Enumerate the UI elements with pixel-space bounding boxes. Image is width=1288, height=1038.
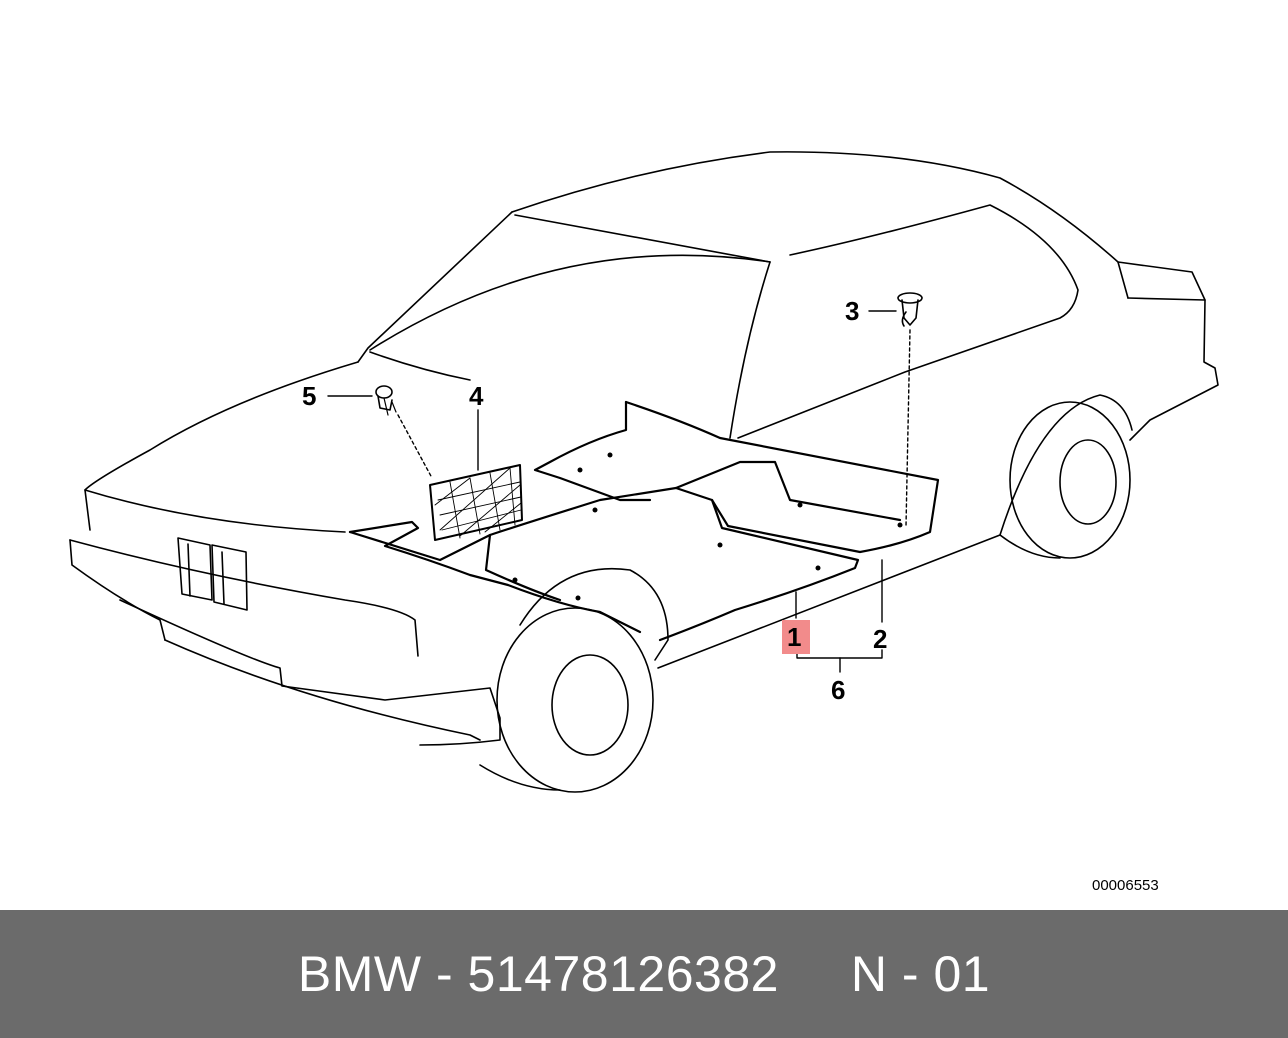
callout-3[interactable]: 3 (845, 296, 859, 326)
footer-variant: N - 01 (850, 946, 991, 1002)
footer-gap (779, 945, 851, 1003)
parts-diagram: 5 4 3 1 2 6 00006553 (69, 151, 1219, 894)
footer-separator: - (421, 946, 468, 1002)
mounting-holes (512, 452, 903, 601)
push-clip-part (375, 385, 397, 416)
callout-2[interactable]: 2 (873, 624, 887, 654)
callout-4[interactable]: 4 (469, 381, 484, 411)
footer-brand: BMW (297, 946, 422, 1002)
floor-mats (348, 400, 940, 642)
callout-1[interactable]: 1 (787, 622, 801, 652)
mesh-net-part (429, 464, 523, 541)
callout-1-highlight (782, 620, 810, 654)
leader-lines (327, 310, 911, 673)
callout-5[interactable]: 5 (302, 381, 316, 411)
part-info-footer: BMW - 51478126382 N - 01 (0, 910, 1288, 1038)
callout-6[interactable]: 6 (831, 675, 845, 705)
car-body-outline (69, 151, 1219, 793)
clip-part (897, 292, 923, 327)
footer-part-number: 51478126382 (467, 946, 779, 1002)
diagram-reference-number: 00006553 (1092, 877, 1159, 894)
